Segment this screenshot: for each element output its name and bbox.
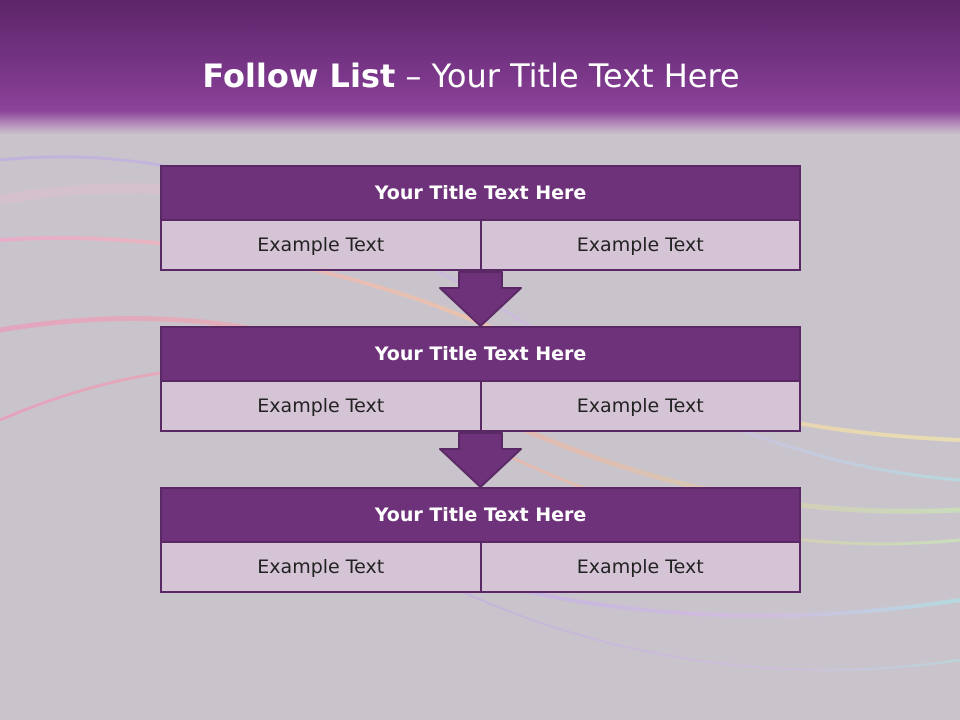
down-arrow-icon (439, 432, 522, 488)
block-cell-right: Example Text (481, 543, 801, 593)
slide-title-bold: Follow List (202, 57, 396, 95)
slide-title-rest: – Your Title Text Here (395, 57, 740, 95)
block-cell-right: Example Text (481, 221, 801, 271)
block-cell-left: Example Text (160, 221, 482, 271)
list-block-1: Your Title Text Here Example Text Exampl… (160, 165, 801, 271)
block-title: Your Title Text Here (160, 326, 801, 382)
down-arrow-icon (439, 271, 522, 327)
block-row: Example Text Example Text (160, 382, 801, 432)
block-cell-left: Example Text (160, 543, 482, 593)
block-row: Example Text Example Text (160, 221, 801, 271)
block-cell-right: Example Text (481, 382, 801, 432)
block-title: Your Title Text Here (160, 165, 801, 221)
slide-title: Follow List – Your Title Text Here (0, 52, 942, 100)
block-cell-left: Example Text (160, 382, 482, 432)
list-block-3: Your Title Text Here Example Text Exampl… (160, 487, 801, 593)
list-block-2: Your Title Text Here Example Text Exampl… (160, 326, 801, 432)
block-row: Example Text Example Text (160, 543, 801, 593)
block-title: Your Title Text Here (160, 487, 801, 543)
title-bar (0, 0, 960, 135)
